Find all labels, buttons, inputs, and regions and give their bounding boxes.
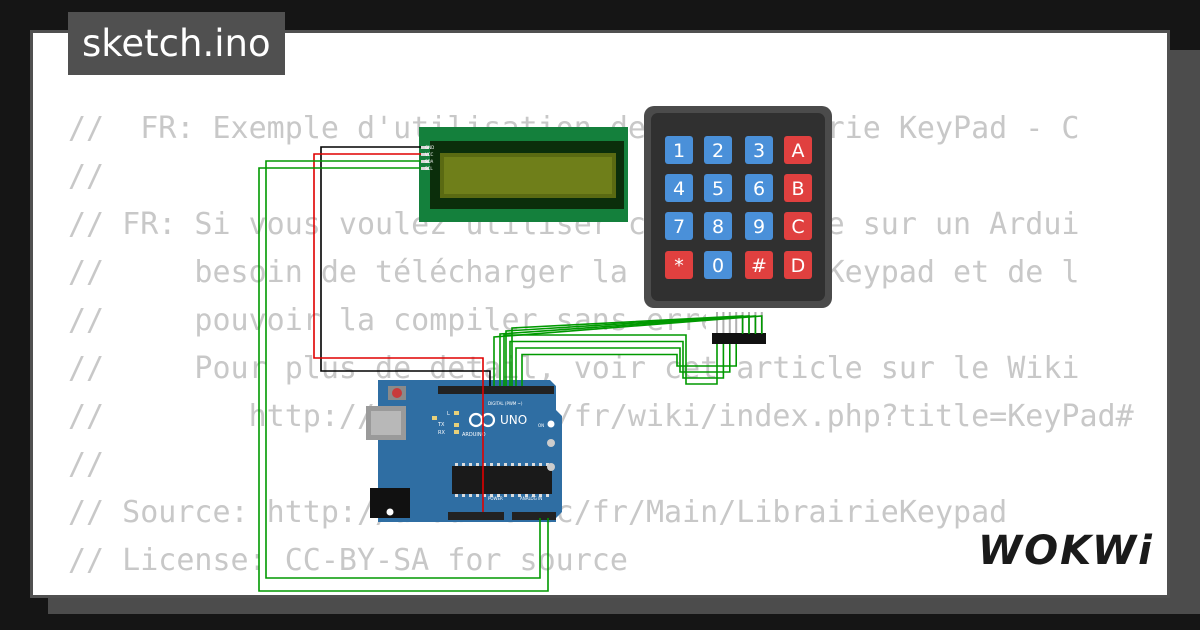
keypad-key-label: 7 xyxy=(673,216,685,238)
keypad-key-6[interactable]: 6 xyxy=(745,174,773,202)
keypad-key-8[interactable]: 8 xyxy=(704,212,732,240)
keypad-key-label: # xyxy=(751,255,767,277)
keypad-key-9[interactable]: 9 xyxy=(745,212,773,240)
keypad-key-label: D xyxy=(791,255,806,277)
keypad-key-label: 3 xyxy=(753,140,765,162)
code-line: // xyxy=(68,447,105,482)
keypad-key-1[interactable]: 1 xyxy=(665,136,693,164)
keypad-key-label: 6 xyxy=(753,178,765,200)
code-line: // besoin de télécharger la librairie Ke… xyxy=(68,255,1080,290)
keypad-key-label: 8 xyxy=(712,216,724,238)
digital-header-label: DIGITAL (PWM ~) xyxy=(488,401,523,406)
keypad-key-label: * xyxy=(674,255,684,277)
board-brand: ARDUINO xyxy=(462,432,486,438)
file-tab[interactable]: sketch.ino xyxy=(68,12,285,75)
keypad-key-3[interactable]: 3 xyxy=(745,136,773,164)
code-line: // xyxy=(68,159,105,194)
arduino-uno[interactable]: UNO ARDUINO DIGITAL (PWM ~) POWER ANALOG… xyxy=(366,380,562,522)
keypad-key-hash[interactable]: # xyxy=(745,251,773,279)
keypad-key-5[interactable]: 5 xyxy=(704,174,732,202)
code-line: // License: CC-BY-SA for source xyxy=(68,543,628,578)
keypad-key-A[interactable]: A xyxy=(784,136,812,164)
reset-button[interactable] xyxy=(392,388,402,398)
keypad-key-label: 4 xyxy=(673,178,685,200)
wire-gnd xyxy=(320,146,491,386)
tx-led-label: TX xyxy=(437,422,445,428)
keypad-key-label: 5 xyxy=(712,178,724,200)
keypad-key-label: C xyxy=(791,216,804,238)
analog-header-label: ANALOG IN xyxy=(520,496,542,501)
wires xyxy=(258,146,763,592)
keypad-key-label: 0 xyxy=(712,255,724,277)
rx-led-label: RX xyxy=(438,430,445,436)
wire-vcc xyxy=(313,153,484,512)
arduino-logo-icon xyxy=(468,412,496,428)
lcd-pin-label: VCC xyxy=(425,152,434,157)
on-led-label: ON xyxy=(538,423,544,428)
preview-card: // FR: Exemple d'utilisation de la libra… xyxy=(33,33,1167,595)
wire-sda xyxy=(265,160,541,579)
lcd-display[interactable]: GND VCC SDA SCL xyxy=(419,127,628,222)
code-line: // Licence: CC-BY-SA fr/licence/les MC H… xyxy=(68,585,1166,595)
lcd-pins xyxy=(421,146,429,170)
keypad-key-label: A xyxy=(792,140,805,162)
lcd-pin-label: SDA xyxy=(425,159,434,164)
keypad-key-label: 9 xyxy=(753,216,765,238)
board-model: UNO xyxy=(500,413,527,427)
keypad-key-4[interactable]: 4 xyxy=(665,174,693,202)
keypad-header xyxy=(706,310,768,346)
keypad-key-B[interactable]: B xyxy=(784,174,812,202)
wokwi-logo: WOKWi xyxy=(978,528,1154,574)
wire-scl xyxy=(258,167,549,592)
lcd-pin-label: GND xyxy=(425,145,434,150)
keypad-key-label: 2 xyxy=(712,140,724,162)
keypad-key-D[interactable]: D xyxy=(784,251,812,279)
l-led-label: L xyxy=(447,411,450,417)
keypad-key-label: 1 xyxy=(673,140,685,162)
keypad-key-0[interactable]: 0 xyxy=(704,251,732,279)
lcd-pin-label: SCL xyxy=(425,166,433,171)
keypad-key-7[interactable]: 7 xyxy=(665,212,693,240)
keypad[interactable]: 1 2 3 A 4 5 6 B 7 8 9 C * 0 # D xyxy=(644,106,832,308)
keypad-key-star[interactable]: * xyxy=(665,251,693,279)
keypad-key-C[interactable]: C xyxy=(784,212,812,240)
power-header-label: POWER xyxy=(488,496,503,501)
keypad-key-label: B xyxy=(791,178,804,200)
keypad-key-2[interactable]: 2 xyxy=(704,136,732,164)
